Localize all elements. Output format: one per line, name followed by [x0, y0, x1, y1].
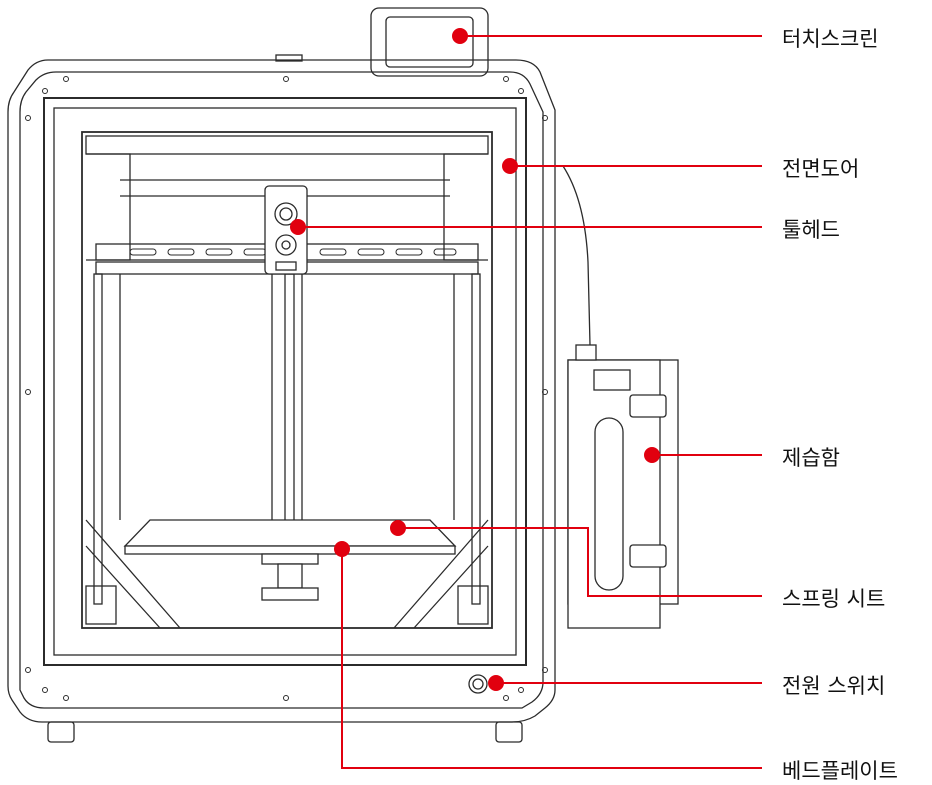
- callout-leaders: [290, 28, 762, 769]
- printer-body: [7, 59, 556, 743]
- dry-box-part: [567, 344, 679, 629]
- label-power-switch: 전원 스위치: [782, 674, 886, 698]
- toolhead-part: [264, 185, 308, 275]
- dot-touchscreen: [452, 28, 468, 44]
- label-front-door: 전면도어: [782, 157, 860, 181]
- label-touchscreen: 터치스크린: [782, 27, 879, 51]
- label-dry-box: 제습함: [782, 446, 840, 470]
- dot-front-door: [502, 158, 518, 174]
- label-toolhead: 툴헤드: [782, 218, 840, 242]
- dot-toolhead: [290, 219, 306, 235]
- label-build-plate: 베드플레이트: [782, 759, 898, 783]
- leader-spring-sheet: [398, 527, 762, 597]
- top-port: [275, 54, 303, 62]
- front-door-part: [43, 97, 527, 666]
- frame-braces: [85, 519, 489, 629]
- touchscreen-part: [370, 7, 489, 77]
- build-plate-part: [123, 519, 457, 601]
- dot-build-plate: [334, 541, 350, 557]
- label-spring-sheet: 스프링 시트: [782, 587, 886, 611]
- dot-power-switch: [488, 675, 504, 691]
- dot-dry-box: [644, 447, 660, 463]
- printer-drawing: [7, 7, 679, 743]
- leader-build-plate: [341, 549, 762, 769]
- power-switch-part: [468, 674, 488, 694]
- dot-spring-sheet: [390, 520, 406, 536]
- filament-tube: [562, 165, 591, 346]
